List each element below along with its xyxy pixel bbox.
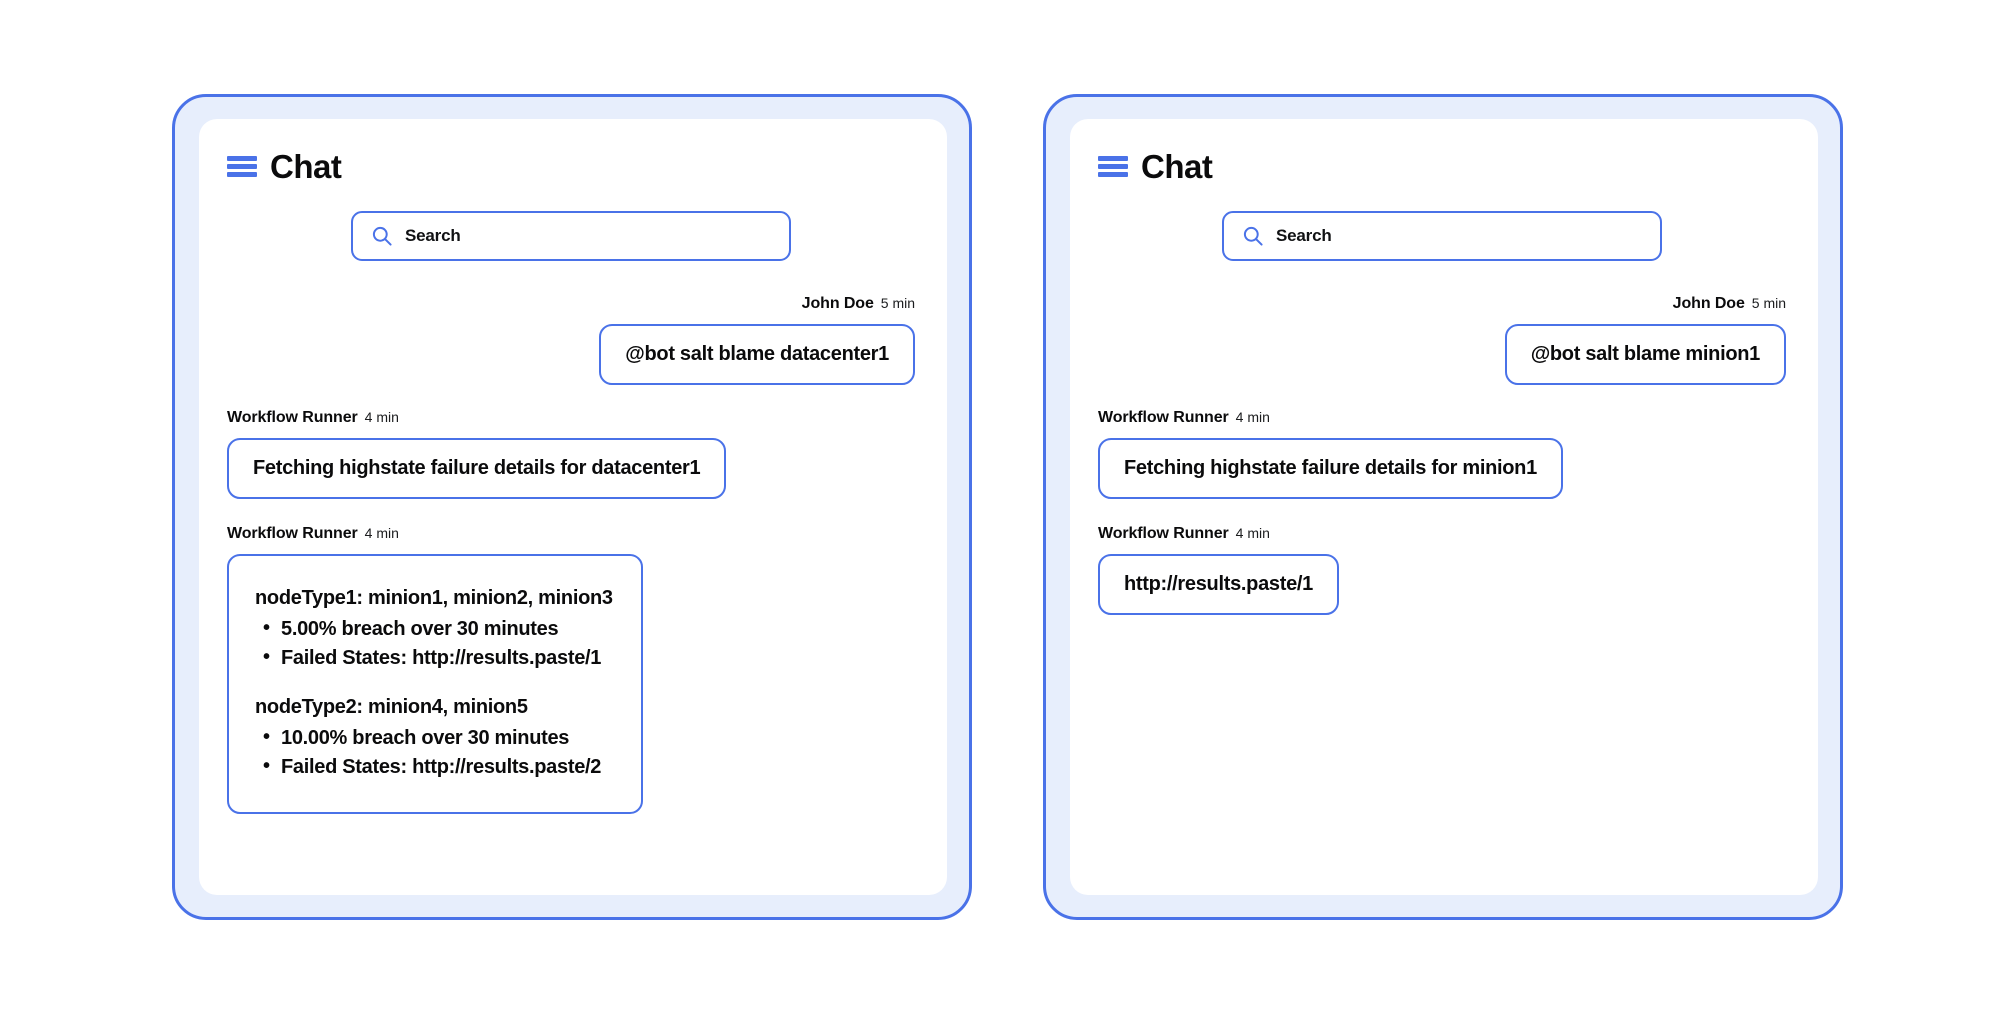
- hamburger-bar: [1098, 163, 1128, 169]
- search-placeholder: Search: [1276, 226, 1332, 245]
- spacer: [227, 499, 915, 525]
- message-item: Workflow Runner 4 min nodeType1: minion1…: [227, 525, 915, 814]
- message-sender: Workflow Runner: [1098, 525, 1229, 542]
- list-item: Failed States: http://results.paste/2: [255, 752, 613, 782]
- message-meta: John Doe 5 min: [802, 295, 915, 313]
- message-item: Workflow Runner 4 min Fetching highstate…: [227, 409, 915, 499]
- message-list-left: John Doe 5 min @bot salt blame datacente…: [227, 295, 915, 814]
- search-input[interactable]: Search: [1222, 211, 1662, 261]
- message-bubble[interactable]: @bot salt blame datacenter1: [599, 324, 915, 385]
- hamburger-bar: [1098, 171, 1128, 177]
- message-item: Workflow Runner 4 min http://results.pas…: [1098, 525, 1786, 615]
- page-title: Chat: [270, 147, 342, 185]
- message-bubble[interactable]: Fetching highstate failure details for d…: [227, 438, 727, 499]
- search-row-left: Search: [227, 211, 915, 261]
- message-list-right: John Doe 5 min @bot salt blame minion1 W…: [1098, 295, 1786, 615]
- node-group: nodeType2: minion4, minion5 10.00% breac…: [255, 695, 613, 782]
- message-item: John Doe 5 min @bot salt blame datacente…: [227, 295, 915, 385]
- message-meta: Workflow Runner 4 min: [1098, 409, 1270, 427]
- chat-card-left: Chat Search John Doe 5 min @: [199, 119, 947, 895]
- list-item: 5.00% breach over 30 minutes: [255, 614, 613, 644]
- chat-panel-left: Chat Search John Doe 5 min @: [172, 94, 972, 920]
- message-timestamp: 5 min: [880, 295, 915, 311]
- message-meta: Workflow Runner 4 min: [227, 525, 399, 543]
- message-item: John Doe 5 min @bot salt blame minion1: [1098, 295, 1786, 385]
- search-icon: [1243, 226, 1263, 246]
- hamburger-menu-icon[interactable]: [227, 155, 257, 177]
- node-group: nodeType1: minion1, minion2, minion3 5.0…: [255, 586, 613, 673]
- search-input[interactable]: Search: [351, 211, 791, 261]
- node-group-list: 5.00% breach over 30 minutes Failed Stat…: [255, 614, 613, 673]
- chat-panel-right: Chat Search John Doe 5 min @: [1043, 94, 1843, 920]
- message-bubble[interactable]: Fetching highstate failure details for m…: [1098, 438, 1563, 499]
- message-timestamp: 4 min: [1235, 409, 1270, 425]
- list-item: Failed States: http://results.paste/1: [255, 643, 613, 673]
- hamburger-bar: [227, 171, 257, 177]
- message-item: Workflow Runner 4 min Fetching highstate…: [1098, 409, 1786, 499]
- hamburger-bar: [227, 163, 257, 169]
- hamburger-bar: [227, 155, 257, 161]
- message-meta: Workflow Runner 4 min: [1098, 525, 1270, 543]
- message-meta: Workflow Runner 4 min: [227, 409, 399, 427]
- message-sender: Workflow Runner: [227, 409, 358, 426]
- message-meta: John Doe 5 min: [1673, 295, 1786, 313]
- message-sender: John Doe: [1672, 295, 1745, 312]
- chat-header-left: Chat: [227, 143, 915, 189]
- message-timestamp: 4 min: [364, 525, 399, 541]
- message-timestamp: 4 min: [1235, 525, 1270, 541]
- message-sender: John Doe: [801, 295, 874, 312]
- chat-header-right: Chat: [1098, 143, 1786, 189]
- hamburger-bar: [1098, 155, 1128, 161]
- message-timestamp: 5 min: [1751, 295, 1786, 311]
- hamburger-menu-icon[interactable]: [1098, 155, 1128, 177]
- spacer: [1098, 499, 1786, 525]
- message-bubble-link[interactable]: http://results.paste/1: [1098, 554, 1339, 615]
- spacer: [1098, 385, 1786, 409]
- node-group-title: nodeType2: minion4, minion5: [255, 696, 528, 718]
- message-timestamp: 4 min: [364, 409, 399, 425]
- search-icon: [372, 226, 392, 246]
- list-item: 10.00% breach over 30 minutes: [255, 723, 613, 753]
- message-sender: Workflow Runner: [1098, 409, 1229, 426]
- message-bubble[interactable]: @bot salt blame minion1: [1504, 324, 1786, 385]
- search-row-right: Search: [1098, 211, 1786, 261]
- message-bubble-details[interactable]: nodeType1: minion1, minion2, minion3 5.0…: [227, 554, 643, 814]
- message-sender: Workflow Runner: [227, 525, 358, 542]
- spacer: [227, 385, 915, 409]
- node-group-title: nodeType1: minion1, minion2, minion3: [255, 587, 613, 609]
- page-title: Chat: [1141, 147, 1213, 185]
- node-group-list: 10.00% breach over 30 minutes Failed Sta…: [255, 723, 613, 782]
- search-placeholder: Search: [405, 226, 461, 245]
- chat-card-right: Chat Search John Doe 5 min @: [1070, 119, 1818, 895]
